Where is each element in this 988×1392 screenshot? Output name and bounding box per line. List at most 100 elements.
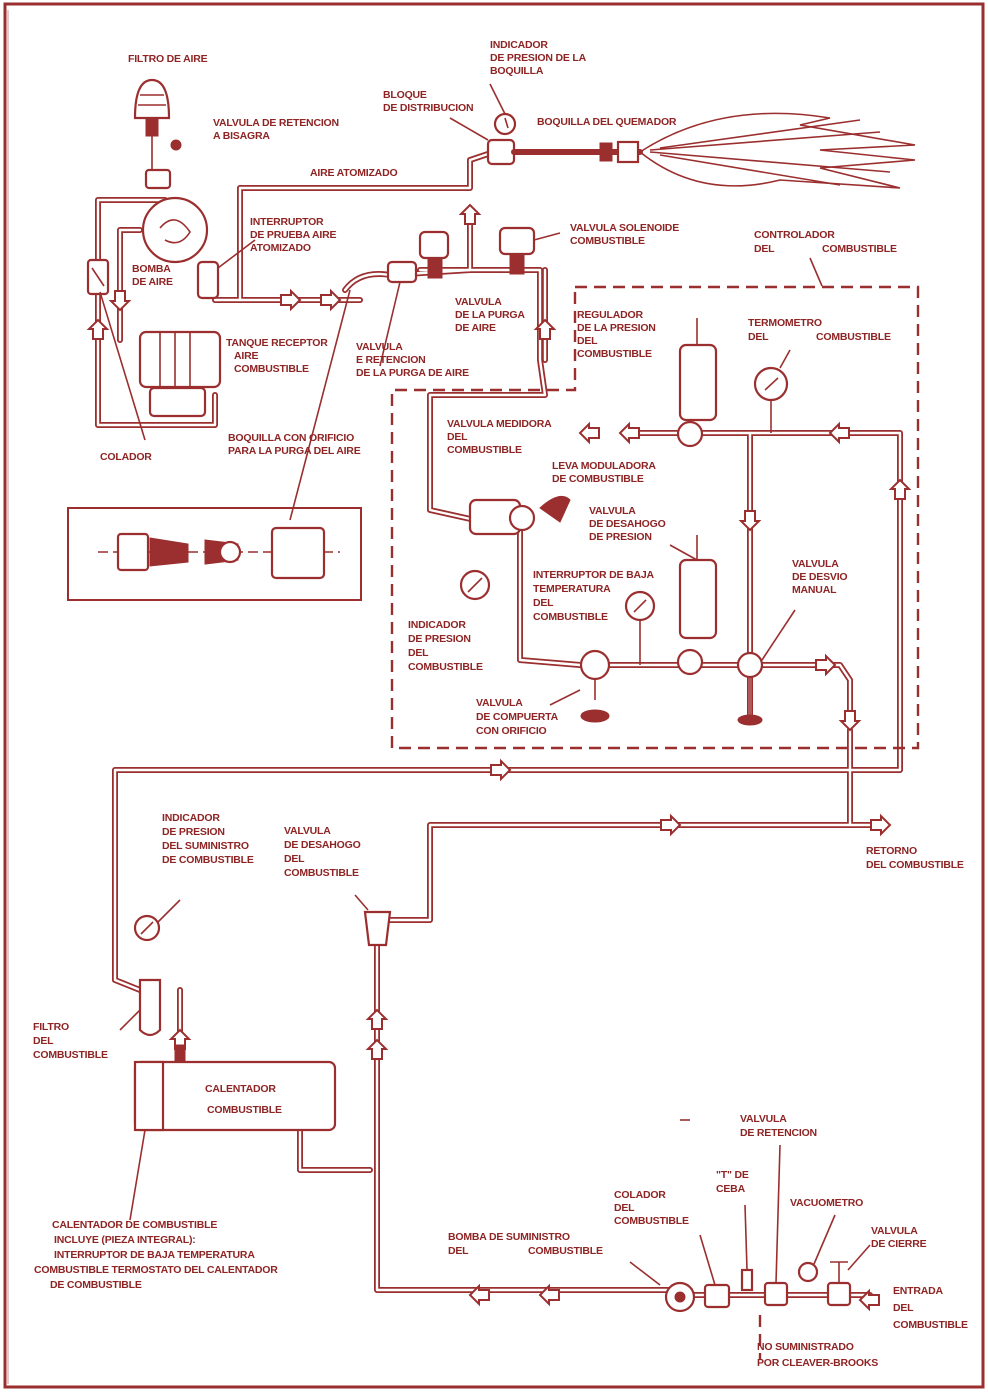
flow-arrow-icon xyxy=(578,421,600,445)
label-indicador-presion-suministro-line-2: DE PRESION xyxy=(162,826,225,838)
primer-tee-icon xyxy=(740,1204,754,1292)
label-colador-combustible-line-2: DEL xyxy=(614,1202,635,1214)
label-valvula-desvio-manual-line-2: DE DESVIO xyxy=(792,571,847,583)
label-calentador-nota-line-4: COMBUSTIBLE TERMOSTATO DEL CALENTADOR xyxy=(34,1264,278,1276)
label-filtro-combustible-line-3: COMBUSTIBLE xyxy=(33,1049,108,1061)
label-indicador-presion-suministro-line-4: DE COMBUSTIBLE xyxy=(162,854,254,866)
label-boquilla-orificio-line-1: BOQUILLA CON ORIFICIO xyxy=(228,432,354,444)
label-valvula-compuerta-line-2: DE COMPUERTA xyxy=(476,711,559,723)
label-valvula-purga-aire-line-2: DE LA PURGA xyxy=(455,309,525,321)
label-t-ceba-line-2: CEBA xyxy=(716,1183,746,1195)
flow-arrow-icon xyxy=(618,421,640,445)
pressure-regulator-icon xyxy=(676,318,718,448)
receiver-tank-icon xyxy=(138,330,222,418)
label-entrada-combustible-line-2: DEL xyxy=(893,1302,914,1314)
pipe-inner xyxy=(238,148,502,302)
hinge-check-valve-icon xyxy=(144,139,182,190)
label-valvula-medidora-line-3: COMBUSTIBLE xyxy=(447,444,522,456)
label-valvula-compuerta-line-1: VALVULA xyxy=(476,697,523,709)
label-leva-moduladora-line-1: LEVA MODULADORA xyxy=(552,460,656,472)
gate-valve-icon xyxy=(549,649,611,723)
label-interruptor-baja-temp-line-3: DEL xyxy=(533,597,554,609)
pipe-segment xyxy=(577,662,853,723)
label-valvula-retencion-purga-line-2: E RETENCION xyxy=(356,354,426,366)
label-controlador-combustible-line-2: DEL xyxy=(754,243,775,255)
label-bomba-aire-line-2: DE AIRE xyxy=(132,276,173,288)
label-interruptor-prueba-aire-line-3: ATOMIZADO xyxy=(250,242,311,254)
flow-arrow-icon xyxy=(86,318,110,340)
supply-pressure-gauge-icon xyxy=(133,899,181,942)
purge-check-valve-icon xyxy=(289,260,418,521)
label-indicador-presion-combustible-line-3: DEL xyxy=(408,647,429,659)
label-interruptor-baja-temp-line-1: INTERRUPTOR DE BAJA xyxy=(533,569,654,581)
label-valvula-desahogo-presion-line-2: DE DESAHOGO xyxy=(589,518,666,530)
label-no-suministrado-line-1: NO SUMINISTRADO xyxy=(757,1341,854,1353)
label-valvula-solenoide-line-1: VALVULA SOLENOIDE xyxy=(570,222,679,234)
label-calentador-nota-line-1: CALENTADOR DE COMBUSTIBLE xyxy=(52,1219,217,1231)
air-pump-icon xyxy=(141,196,209,264)
flow-arrow-icon xyxy=(365,1038,389,1060)
vacuum-gauge-icon xyxy=(797,1214,836,1283)
label-valvula-compuerta-line-3: CON ORIFICIO xyxy=(476,725,547,737)
fuel-pressure-gauge-icon xyxy=(459,569,491,601)
flow-arrow-icon xyxy=(280,288,302,312)
flow-arrow-icon xyxy=(533,318,557,340)
label-leva-moduladora-line-2: DE COMBUSTIBLE xyxy=(552,473,644,485)
label-retorno-combustible-line-2: DEL COMBUSTIBLE xyxy=(866,859,964,871)
label-termometro-line-2: DEL xyxy=(748,331,769,343)
label-valvula-desahogo-combustible-line-1: VALVULA xyxy=(284,825,331,837)
label-vacuometro: VACUOMETRO xyxy=(790,1197,863,1209)
label-valvula-medidora-line-1: VALVULA MEDIDORA xyxy=(447,418,552,430)
relief-valve-icon xyxy=(669,535,718,676)
label-valvula-purga-aire-line-3: DE AIRE xyxy=(455,322,496,334)
label-bloque-distribucion-line-1: BLOQUE xyxy=(383,89,427,101)
flow-arrow-icon xyxy=(888,478,912,500)
label-indicador-presion-suministro-line-3: DEL SUMINISTRO xyxy=(162,840,249,852)
label-indicador-presion-suministro-line-1: INDICADOR xyxy=(162,812,220,824)
label-colador-combustible-line-1: COLADOR xyxy=(614,1189,666,1201)
strainer-icon xyxy=(86,258,146,441)
label-indicador-presion-combustible-line-2: DE PRESION xyxy=(408,633,471,645)
label-valvula-desvio-manual-line-1: VALVULA xyxy=(792,558,839,570)
pipe-inner xyxy=(418,268,547,522)
label-indicador-presion-boquilla-line-3: BOQUILLA xyxy=(490,65,544,77)
label-valvula-desahogo-combustible-line-4: COMBUSTIBLE xyxy=(284,867,359,879)
fuel-filter-icon xyxy=(119,978,162,1037)
thermometer-icon xyxy=(753,349,791,433)
fuel-strainer-icon xyxy=(699,1234,731,1309)
label-calentador-nota-line-3: INTERRUPTOR DE BAJA TEMPERATURA xyxy=(54,1249,255,1261)
burner-nozzle-icon xyxy=(511,112,916,189)
label-indicador-presion-boquilla-line-2: DE PRESION DE LA xyxy=(490,52,587,64)
flow-arrow-icon xyxy=(108,290,132,312)
pipe-inner xyxy=(383,728,852,922)
fuel-heater-icon xyxy=(129,1044,337,1221)
label-valvula-medidora-line-2: DEL xyxy=(447,431,468,443)
label-calentador-line-1: CALENTADOR xyxy=(205,1083,276,1095)
distribution-block-icon xyxy=(449,112,517,166)
label-termometro-line-1: TERMOMETRO xyxy=(748,317,822,329)
label-entrada-combustible-line-3: COMBUSTIBLE xyxy=(893,1319,968,1331)
label-termometro-line-3: COMBUSTIBLE xyxy=(816,331,891,343)
pipe-inner xyxy=(298,1128,372,1172)
pipe-inner xyxy=(578,663,852,722)
label-filtro-combustible-line-2: DEL xyxy=(33,1035,54,1047)
label-bomba-suministro-line-2: DEL xyxy=(448,1245,469,1257)
frame-border xyxy=(3,2,985,1389)
check-valve-icon xyxy=(763,1144,789,1307)
label-valvula-desahogo-combustible-line-3: DEL xyxy=(284,853,305,865)
pipe-inner xyxy=(96,198,217,427)
solenoid-valve-icon xyxy=(418,226,561,279)
label-valvula-retencion-line-2: DE RETENCION xyxy=(740,1127,817,1139)
label-valvula-desahogo-presion-line-3: DE PRESION xyxy=(589,531,652,543)
low-temp-gauge-icon xyxy=(624,590,656,665)
label-tanque-receptor-line-1: TANQUE RECEPTOR xyxy=(226,337,328,349)
label-valvula-desvio-manual-line-3: MANUAL xyxy=(792,584,837,596)
flow-arrow-icon xyxy=(365,1008,389,1030)
label-interruptor-prueba-aire-line-1: INTERRUPTOR xyxy=(250,216,324,228)
label-valvula-retencion-line-1: VALVULA xyxy=(740,1113,787,1125)
label-controlador-combustible-line-1: CONTROLADOR xyxy=(754,229,835,241)
flow-arrow-icon xyxy=(490,758,512,782)
label-no-suministrado-line-2: POR CLEAVER-BROOKS xyxy=(757,1357,878,1369)
